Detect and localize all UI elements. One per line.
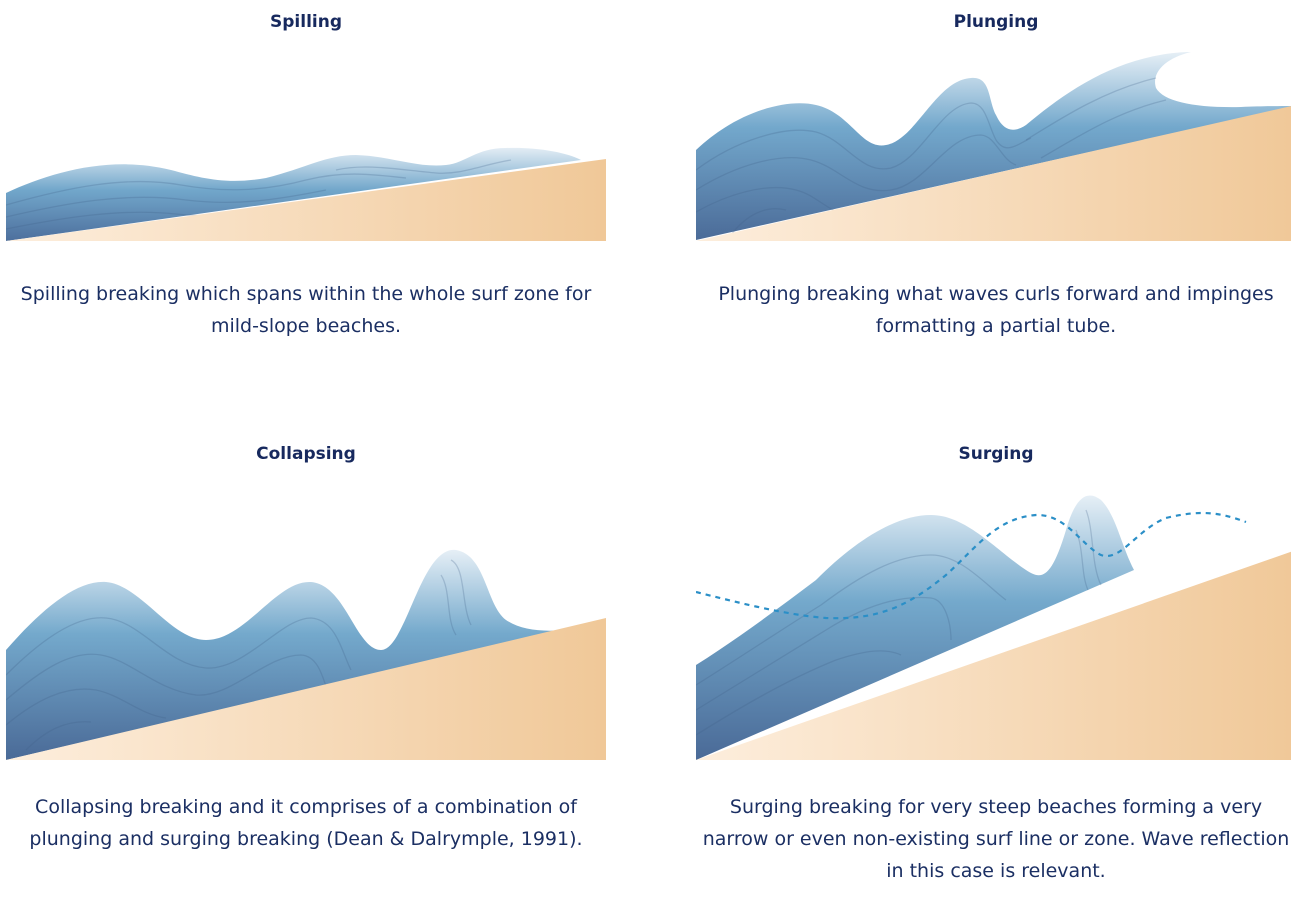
panel-title: Collapsing [256,444,356,464]
collapsing-wave-contours [6,559,472,751]
plunging-wave [696,52,1291,240]
panel-title: Surging [958,444,1034,464]
collapsing-beach [6,618,606,760]
surging-beach [696,551,1291,760]
panel-caption: Surging breaking for very steep beaches … [702,796,1290,882]
spilling-wave-contours [6,159,512,230]
panel-surging: Surging Surging breaking for very steep … [696,440,1291,890]
panel-caption: Plunging breaking what waves curls forwa… [718,283,1274,337]
collapsing-wave-illustration [6,549,606,760]
surging-wave [696,495,1134,760]
collapsing-wave [6,549,566,760]
panel-title: Plunging [953,12,1039,32]
spilling-wave-illustration [6,147,606,241]
plunging-wave-illustration [696,52,1291,241]
spilling-beach [6,159,606,241]
surging-reflection-line [696,511,1247,620]
surging-wave-contours [696,509,1102,736]
panel-caption: Collapsing breaking and it comprises of … [29,796,583,850]
panel-spilling: Spilling Spilling breaking which spans w… [6,0,606,380]
panel-caption: Spilling breaking which spans within the… [20,283,592,337]
panel-title: Spilling [270,12,342,32]
panel-plunging: Plunging Plunging breaking what waves cu… [696,0,1291,380]
panel-collapsing: Collapsing Collapsing breaking and it co… [6,440,606,850]
plunging-beach [696,106,1291,241]
plunging-wave-contours [696,77,1167,236]
spilling-wave [6,147,581,241]
surging-wave-illustration [696,495,1291,760]
